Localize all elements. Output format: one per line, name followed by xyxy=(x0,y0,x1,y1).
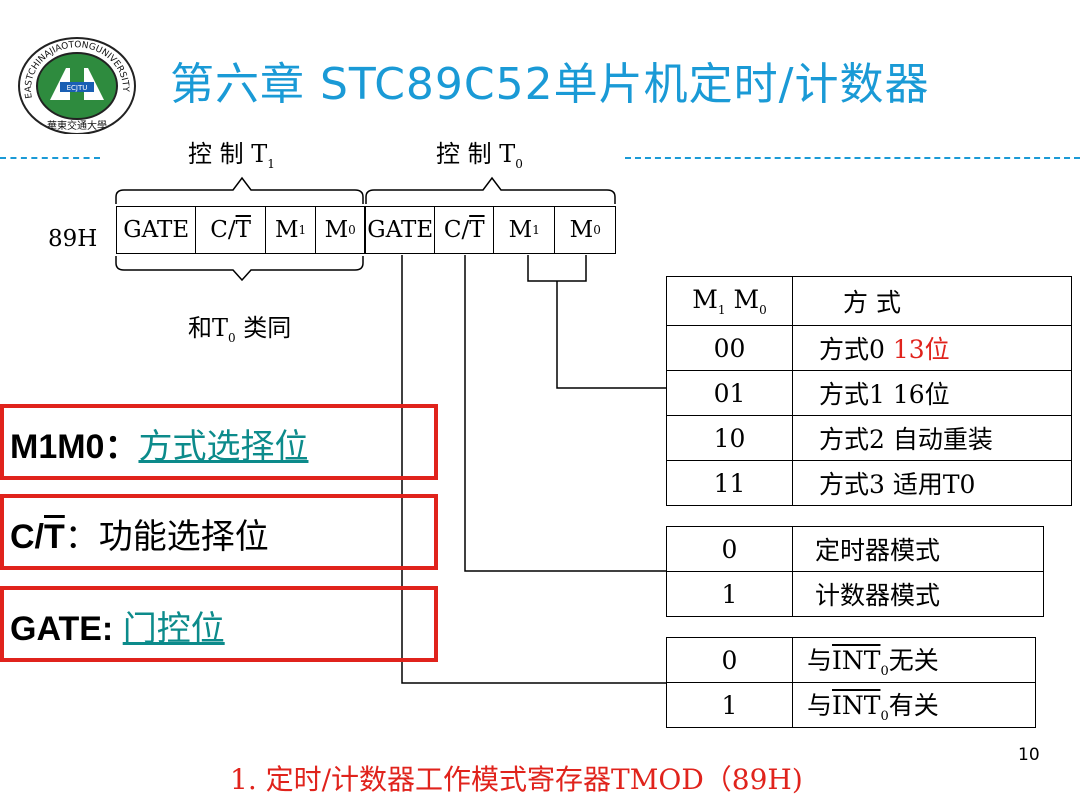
ct-code: 0 xyxy=(666,526,793,572)
m1m0-note-box xyxy=(0,404,438,480)
table-row: 1 与INT0有关 xyxy=(666,682,1036,728)
page-number: 10 xyxy=(1018,745,1040,765)
ct-note-box xyxy=(0,494,438,570)
figure-caption: 1. 定时/计数器工作模式寄存器TMOD（89H) xyxy=(230,763,803,796)
ct-desc: 定时器模式 xyxy=(792,526,1044,572)
slide-title: 第六章 STC89C52单片机定时/计数器 xyxy=(170,59,930,110)
ct-note: C/T：功能选择位 xyxy=(10,517,269,557)
m1m0-note: M1M0：方式选择位 xyxy=(10,427,309,467)
mode-code: 10 xyxy=(666,415,793,461)
table-row: 00 方式0 13位 xyxy=(666,325,1072,371)
control-t0-label: 控 制 T0 xyxy=(436,140,523,171)
university-logo: ECJTU EASTCHINAJIAOTONGUNIVERSITY 華東交通大學 xyxy=(18,37,136,134)
table-row: 10 方式2 自动重装 xyxy=(666,415,1072,461)
mode-code: 01 xyxy=(666,370,793,416)
mode-desc: 方式0 13位 xyxy=(792,325,1072,371)
mode-header-mode: 方 式 xyxy=(792,276,1072,326)
table-row: M1 M0 方 式 xyxy=(666,276,1072,326)
mode-code: 11 xyxy=(666,460,793,506)
gate-desc: 与INT0有关 xyxy=(792,682,1036,728)
control-t1-label: 控 制 T1 xyxy=(188,140,275,171)
mode-desc: 方式3 适用T0 xyxy=(792,460,1072,506)
table-row: 11 方式3 适用T0 xyxy=(666,460,1072,506)
table-row: 1 计数器模式 xyxy=(666,571,1044,617)
table-row: 0 定时器模式 xyxy=(666,526,1044,572)
register-address: 89H xyxy=(48,226,98,252)
gate-note: GATE: 门控位 xyxy=(10,609,225,649)
logo-bottom-text: 華東交通大學 xyxy=(47,119,107,132)
mode-desc: 方式2 自动重装 xyxy=(792,415,1072,461)
bit-gate-t0: GATE xyxy=(366,207,436,253)
table-row: 01 方式1 16位 xyxy=(666,370,1072,416)
m1m0-link[interactable]: 方式选择位 xyxy=(138,427,309,467)
bit-ct-t0: C/T xyxy=(435,207,494,253)
mode-desc: 方式1 16位 xyxy=(792,370,1072,416)
gate-code: 1 xyxy=(666,682,793,728)
gate-link[interactable]: 门控位 xyxy=(122,609,225,649)
ct-desc: 计数器模式 xyxy=(792,571,1044,617)
same-as-t0-note: 和T0 类同 xyxy=(188,314,292,345)
gate-code: 0 xyxy=(666,637,793,683)
mode-header-code: M1 M0 xyxy=(666,276,793,326)
header-divider-left xyxy=(0,157,100,159)
logo-center-text: ECJTU xyxy=(67,84,88,92)
bit-gate-t1: GATE xyxy=(117,207,197,253)
ct-table: 0 定时器模式 1 计数器模式 xyxy=(666,526,1044,617)
header-divider-right xyxy=(625,157,1080,159)
ct-code: 1 xyxy=(666,571,793,617)
gate-table: 0 与INT0无关 1 与INT0有关 xyxy=(666,637,1036,728)
table-row: 0 与INT0无关 xyxy=(666,637,1036,683)
mode-table: M1 M0 方 式 00 方式0 13位 01 方式1 16位 10 方式2 自… xyxy=(666,276,1072,506)
gate-note-box xyxy=(0,586,438,662)
bit-ct-t1: C/T xyxy=(196,207,266,253)
mode-code: 00 xyxy=(666,325,793,371)
gate-desc: 与INT0无关 xyxy=(792,637,1036,683)
